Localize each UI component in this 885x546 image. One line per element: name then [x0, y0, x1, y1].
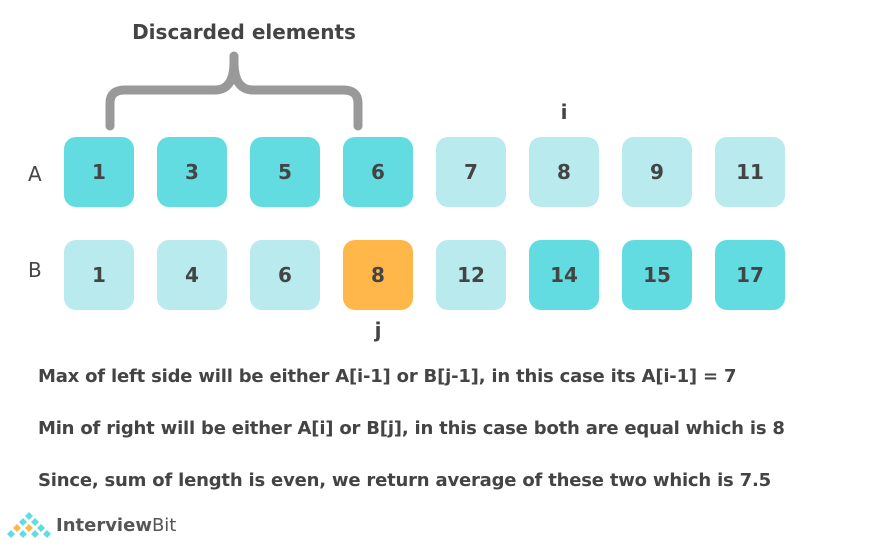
array-a-cell: 5 [250, 137, 320, 207]
interviewbit-logo: InterviewBit [6, 512, 176, 538]
array-b-cell: 6 [250, 240, 320, 310]
explanation-line-1: Max of left side will be either A[i-1] o… [38, 366, 737, 387]
array-b-cell: 15 [622, 240, 692, 310]
array-b-cell: 12 [436, 240, 506, 310]
discarded-elements-label: Discarded elements [132, 20, 356, 44]
curly-brace-icon [105, 51, 363, 131]
explanation-line-3: Since, sum of length is even, we return … [38, 470, 771, 491]
array-a-label: A [28, 162, 42, 186]
array-a-cell: 3 [157, 137, 227, 207]
pointer-j: j [374, 318, 382, 342]
array-b-cell: 4 [157, 240, 227, 310]
array-a-cell: 9 [622, 137, 692, 207]
array-b-label: B [28, 258, 42, 282]
logo-text: InterviewBit [56, 514, 177, 536]
explanation-line-2: Min of right will be either A[i] or B[j]… [38, 418, 785, 439]
logo-diamonds-icon [7, 512, 51, 538]
array-a-cell: 1 [64, 137, 134, 207]
array-a-cell: 11 [715, 137, 785, 207]
pointer-i: i [560, 100, 568, 124]
array-b-cell: 1 [64, 240, 134, 310]
array-a-cell: 8 [529, 137, 599, 207]
array-a-cell: 6 [343, 137, 413, 207]
array-b-cell: 17 [715, 240, 785, 310]
array-b-cell: 14 [529, 240, 599, 310]
array-a-cell: 7 [436, 137, 506, 207]
array-b-cell: 8 [343, 240, 413, 310]
